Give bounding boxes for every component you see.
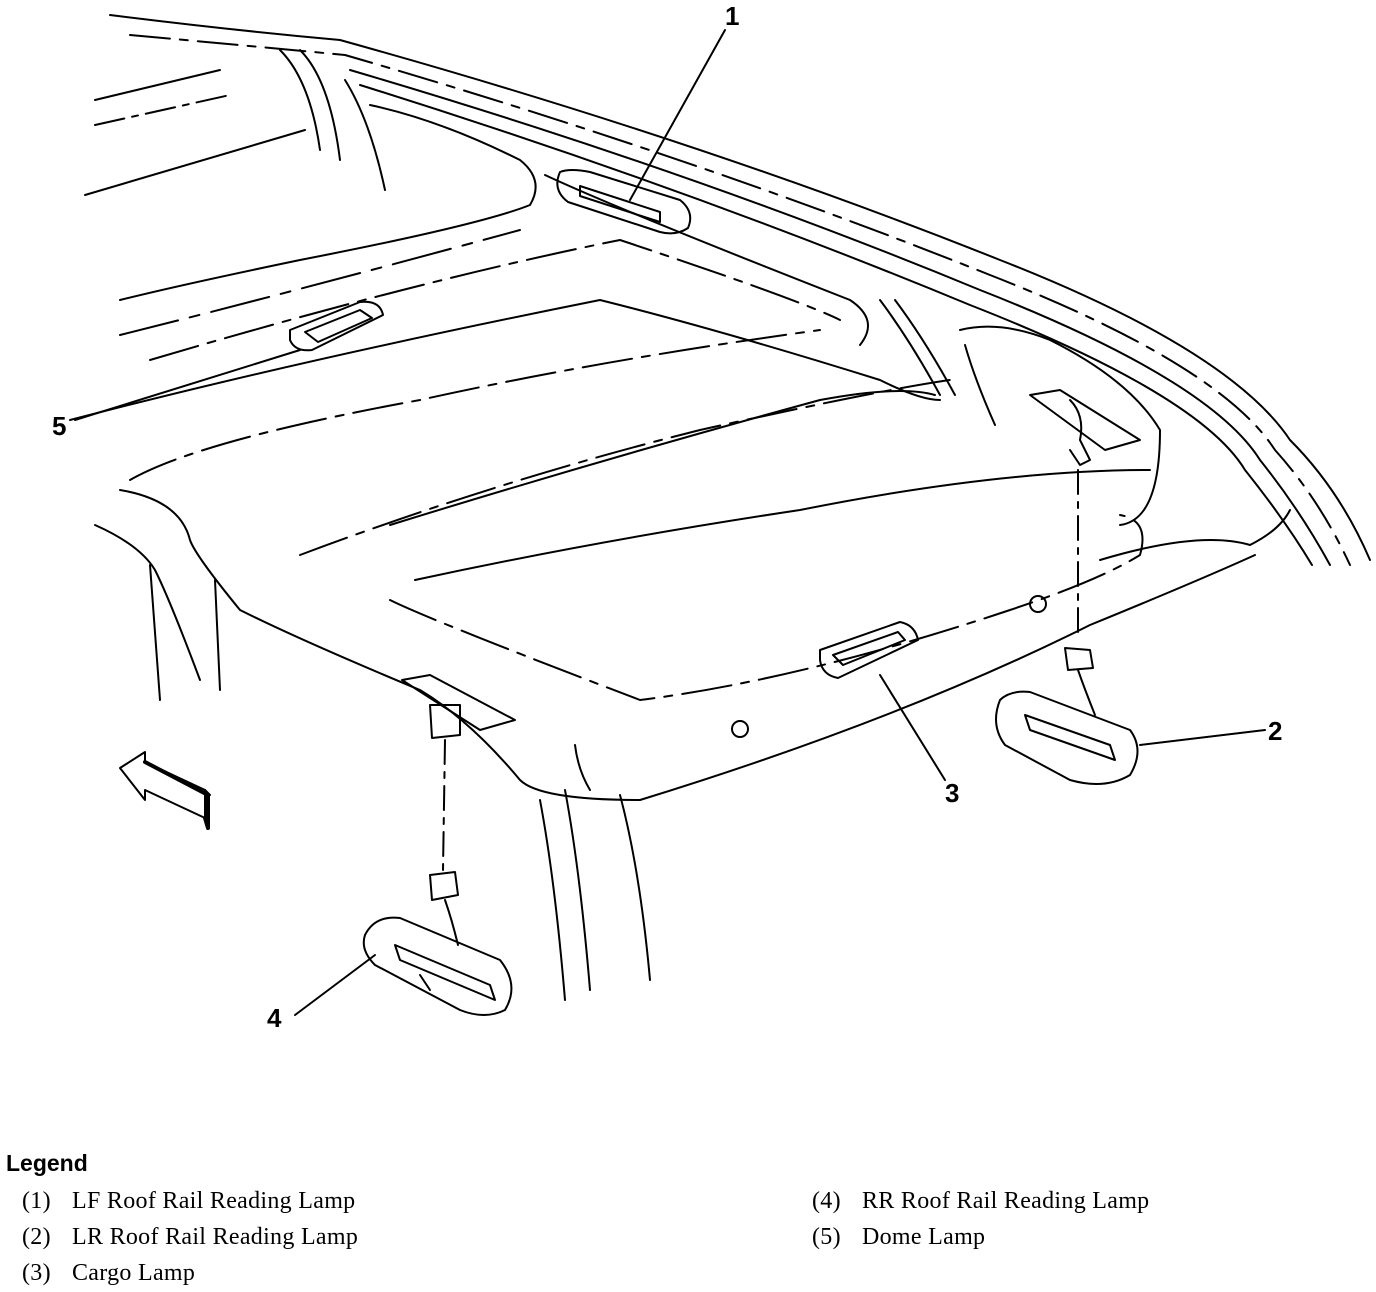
legend-item: (5)Dome Lamp <box>812 1224 986 1250</box>
legend-item: (3)Cargo Lamp <box>22 1260 196 1286</box>
leader-lines <box>74 29 1266 1016</box>
legend-title: Legend <box>6 1150 88 1176</box>
callout-1: 1 <box>725 1 739 31</box>
headliner-body <box>69 299 956 556</box>
legend: Legend (1)LF Roof Rail Reading Lamp (2)L… <box>6 1150 1366 1291</box>
roof-rail <box>109 14 1371 566</box>
legend-item: (4)RR Roof Rail Reading Lamp <box>812 1188 1150 1214</box>
legend-column-right: (4)RR Roof Rail Reading Lamp (5)Dome Lam… <box>796 1183 1356 1291</box>
cargo-lamp <box>819 621 919 679</box>
lr-roof-rail-lamp <box>995 389 1141 785</box>
front-pillar <box>84 49 386 196</box>
legend-column-left: (1)LF Roof Rail Reading Lamp (2)LR Roof … <box>6 1183 796 1291</box>
front-headliner-panel <box>119 104 869 361</box>
legend-item: (1)LF Roof Rail Reading Lamp <box>22 1188 356 1214</box>
callout-3: 3 <box>945 778 959 808</box>
headliner-diagram: 1 2 3 4 5 <box>52 1 1371 1033</box>
dome-lamp <box>289 300 384 352</box>
callout-4: 4 <box>267 1003 282 1033</box>
headliner-lower-edge <box>94 489 1256 1001</box>
callout-2: 2 <box>1268 716 1282 746</box>
forward-arrow-icon <box>119 751 211 830</box>
legend-item: (2)LR Roof Rail Reading Lamp <box>22 1224 359 1250</box>
lf-roof-rail-lamp <box>556 169 692 235</box>
rear-headliner-panel <box>389 325 1291 701</box>
callout-5: 5 <box>52 411 66 441</box>
rr-roof-rail-lamp <box>362 674 516 1016</box>
